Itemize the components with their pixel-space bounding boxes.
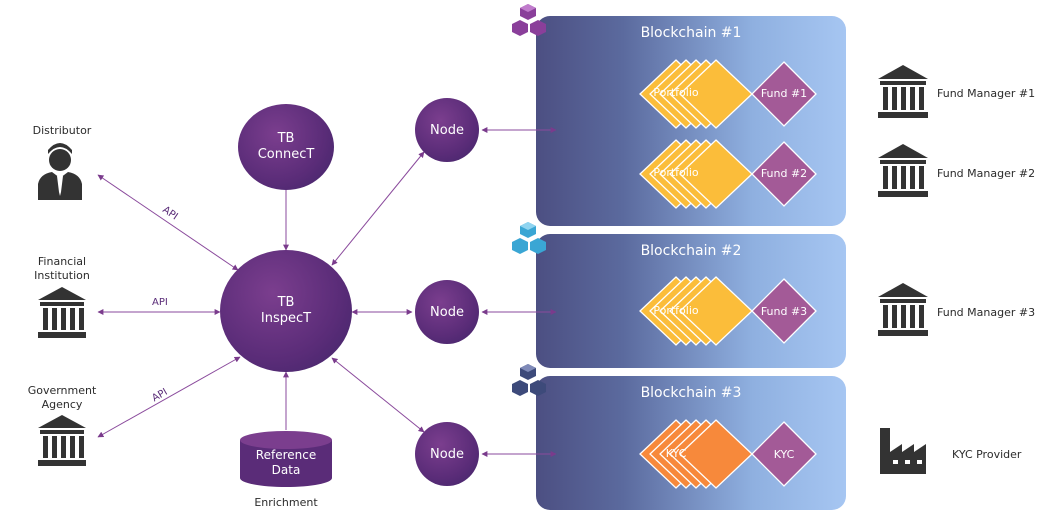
reference-data-label: Reference Data (240, 448, 332, 478)
kyc-provider-label: KYC Provider (952, 448, 1022, 461)
reference-data-cylinder (240, 431, 332, 487)
inspect-node3 (331, 357, 425, 433)
api-connector-distributor (97, 174, 239, 271)
stack-fund-1 (639, 59, 817, 129)
bank-icon-fund-manager-1 (878, 65, 928, 118)
kyc-label-left: KYC (665, 447, 687, 460)
bank-icon-fund-manager-2 (878, 144, 928, 197)
fund-manager-3-label: Fund Manager #3 (937, 306, 1036, 319)
fund-label-2: Fund #2 (760, 167, 808, 180)
distributor-label: Distributor (32, 124, 92, 137)
financial-institution-label: Financial Institution (22, 255, 102, 283)
connector-lines (97, 127, 557, 457)
blocks-cube-icon-2 (512, 222, 546, 254)
fund-label-1: Fund #1 (760, 87, 808, 100)
blocks-cube-icon-3 (512, 364, 546, 396)
tb-inspect-line2: InspecT (260, 311, 312, 326)
fund-manager-1-label: Fund Manager #1 (937, 87, 1036, 100)
node-2-label: Node (430, 304, 464, 320)
bank-icon-government (38, 415, 86, 466)
api-label-financial: API (152, 297, 168, 308)
fund-label-3: Fund #3 (760, 305, 808, 318)
bank-icon-fund-manager-3 (878, 283, 928, 336)
tb-connect-line1: TB (277, 131, 295, 146)
financial-line2: Institution (34, 269, 90, 282)
node-3: Node (415, 422, 479, 486)
reference-line1: Reference (255, 448, 317, 462)
api-connector-government (97, 356, 241, 438)
enrichment-caption: Enrichment (254, 496, 318, 509)
portfolio-label-2: Portfolio (653, 166, 699, 179)
node-2: Node (415, 280, 479, 344)
financial-line1: Financial (37, 255, 87, 268)
government-line1: Government (27, 384, 97, 397)
stack-fund-3 (639, 276, 817, 346)
fund-manager-2-label: Fund Manager #2 (937, 167, 1036, 180)
inspect-node1 (331, 151, 425, 266)
portfolio-label-3: Portfolio (653, 304, 699, 317)
blocks-cube-icon-1 (512, 4, 546, 36)
tb-inspect-line1: TB (277, 295, 295, 310)
distributor-person-icon (38, 143, 82, 200)
node-1: Node (415, 98, 479, 162)
node-1-label: Node (430, 122, 464, 138)
portfolio-label-1: Portfolio (653, 86, 699, 99)
government-agency-label: Government Agency (22, 384, 102, 412)
node-3-label: Node (430, 446, 464, 462)
government-line2: Agency (41, 398, 83, 411)
blockchain-3-title: Blockchain #3 (640, 385, 742, 401)
kyc-label-right: KYC (773, 448, 795, 461)
factory-icon (880, 428, 926, 474)
stack-fund-2 (639, 139, 817, 209)
tb-connect-line2: ConnecT (257, 147, 315, 162)
reference-line2: Data (271, 463, 301, 477)
blockchain-1-title: Blockchain #1 (640, 25, 742, 41)
blockchain-2-title: Blockchain #2 (640, 243, 742, 259)
bank-icon-financial (38, 287, 86, 338)
stack-kyc (639, 419, 817, 489)
